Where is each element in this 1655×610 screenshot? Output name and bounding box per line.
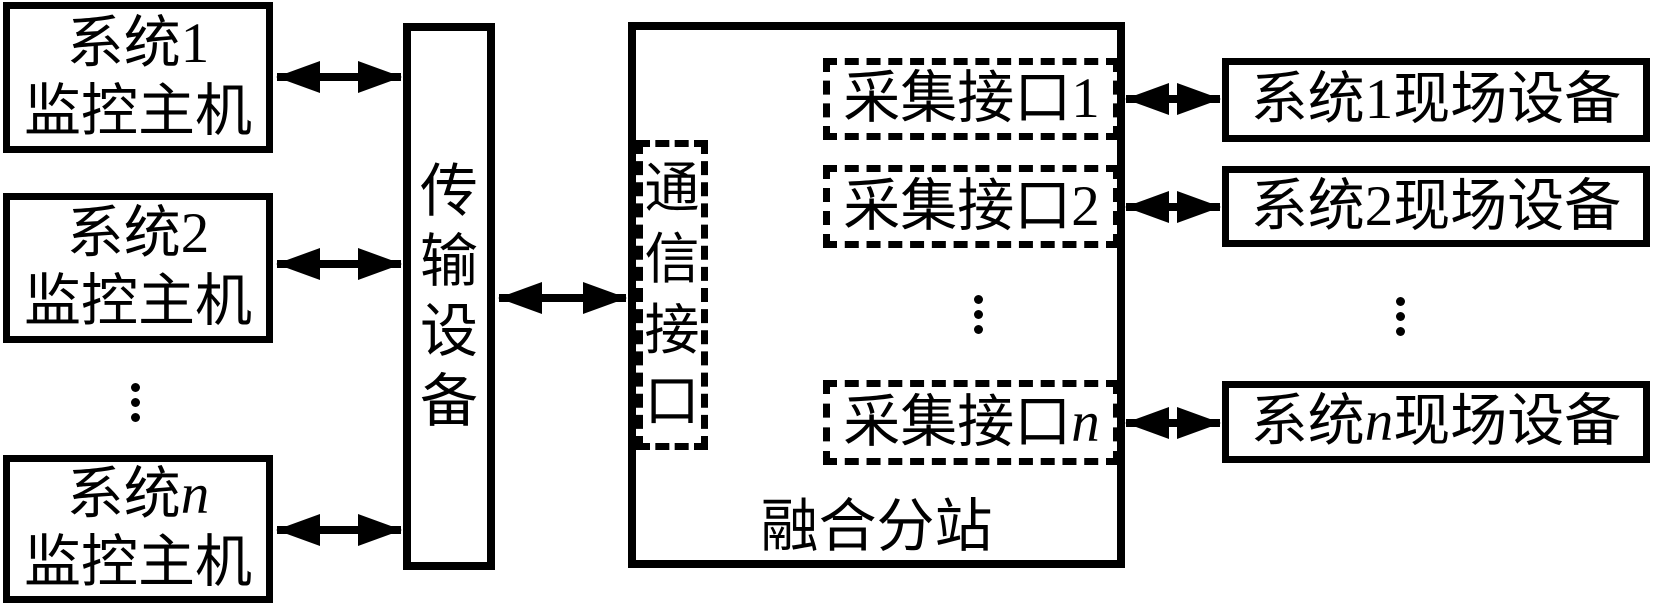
collection-interface-n-box: 采集接口n: [823, 380, 1120, 465]
dot: [131, 398, 140, 407]
collection-interface-n-text: 采集接口: [843, 390, 1072, 454]
collection-interface-2-text: 采集接口2: [843, 174, 1100, 238]
system-2-field-devices-pre: 系统2: [1250, 174, 1394, 238]
collection-interface-2-label: 采集接口2: [843, 174, 1100, 240]
system-1-host-line1-text: 系统1: [66, 11, 210, 75]
system-1-field-devices-pre: 系统1: [1250, 68, 1394, 132]
collection-interface-n-label: 采集接口n: [843, 390, 1100, 456]
system-n-field-devices-post: 现场设备: [1393, 390, 1622, 454]
dot: [1396, 312, 1405, 321]
system-n-host-line1-var: n: [180, 463, 210, 526]
dot: [1396, 297, 1405, 306]
system-1-host-box: 系统1 监控主机: [3, 2, 273, 153]
system-2-host-box: 系统2 监控主机: [3, 193, 273, 343]
system-n-field-devices-label: 系统n现场设备: [1251, 389, 1622, 455]
system-n-host-label: 系统n 监控主机: [24, 461, 252, 597]
left-vertical-ellipsis: [131, 383, 140, 422]
dot: [974, 310, 983, 319]
middle-vertical-ellipsis: [974, 295, 983, 334]
system-n-field-devices-box: 系统n现场设备: [1222, 381, 1650, 463]
system-n-field-devices-var: n: [1364, 390, 1394, 454]
system-2-host-label: 系统2 监控主机: [24, 200, 252, 336]
system-n-host-box: 系统n 监控主机: [3, 455, 273, 603]
system-1-host-line2: 监控主机: [24, 79, 252, 143]
system-n-host-line1-text: 系统: [66, 463, 181, 526]
transmission-equipment-box: 传输设备: [403, 23, 495, 570]
dot: [974, 295, 983, 304]
system-2-field-devices-box: 系统2现场设备: [1222, 166, 1650, 247]
collection-interface-2-box: 采集接口2: [823, 165, 1120, 248]
collection-interface-1-label: 采集接口1: [843, 66, 1100, 132]
dot: [974, 325, 983, 334]
system-1-host-line1: 系统1: [24, 10, 252, 78]
fusion-substation-box: [628, 22, 1125, 568]
system-n-field-devices-pre: 系统: [1250, 390, 1365, 454]
dot: [131, 413, 140, 422]
system-1-field-devices-post: 现场设备: [1393, 68, 1622, 132]
transmission-equipment-label: 传输设备: [419, 158, 478, 434]
comm-interface-label: 通信接口: [644, 158, 700, 432]
system-2-host-line1-text: 系统2: [66, 202, 210, 265]
dot: [131, 383, 140, 392]
right-vertical-ellipsis: [1396, 297, 1405, 336]
collection-interface-1-text: 采集接口1: [843, 67, 1100, 131]
system-1-host-label: 系统1 监控主机: [24, 10, 252, 146]
system-2-host-line1: 系统2: [24, 200, 252, 268]
dot: [1396, 327, 1405, 336]
system-1-field-devices-label: 系统1现场设备: [1251, 67, 1622, 133]
collection-interface-n-var: n: [1071, 390, 1100, 454]
comm-interface-box: 通信接口: [636, 140, 708, 450]
collection-interface-1-box: 采集接口1: [823, 58, 1120, 140]
fusion-substation-label: 融合分站: [760, 494, 993, 559]
system-n-host-line1: 系统n: [24, 461, 252, 529]
system-n-host-line2: 监控主机: [24, 531, 252, 594]
system-2-field-devices-post: 现场设备: [1393, 174, 1622, 238]
system-2-field-devices-label: 系统2现场设备: [1251, 174, 1622, 240]
system-2-host-line2: 监控主机: [24, 270, 252, 333]
system-1-field-devices-box: 系统1现场设备: [1222, 58, 1650, 142]
